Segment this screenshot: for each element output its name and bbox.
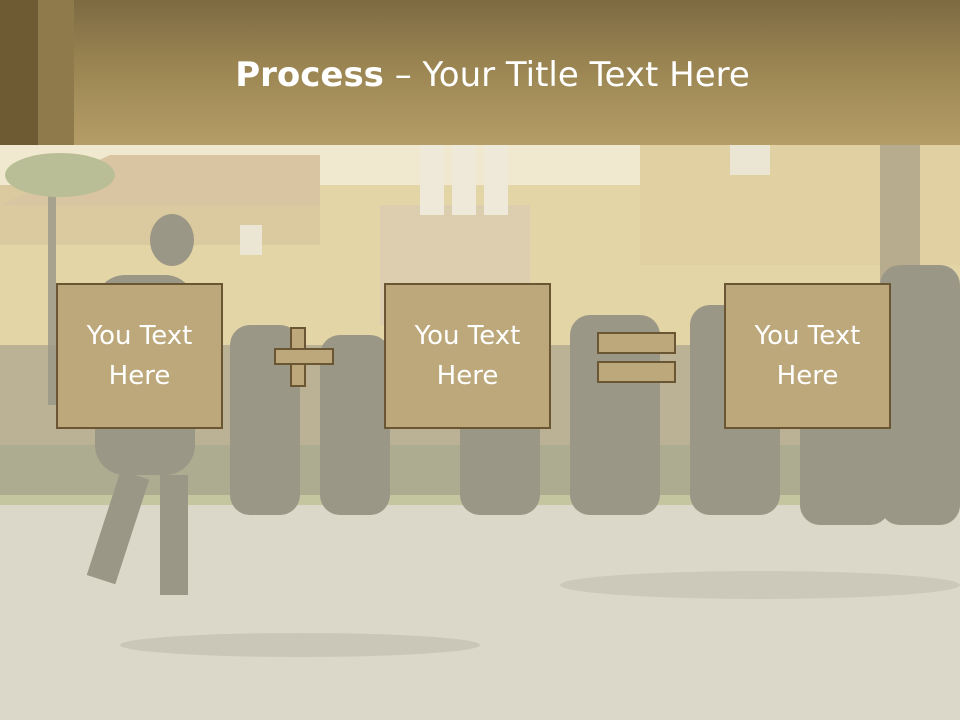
background-photo bbox=[0, 145, 960, 720]
corner-accent-mid bbox=[38, 0, 74, 145]
title-bold: Process bbox=[235, 55, 384, 95]
plus-sign-horizontal bbox=[274, 348, 334, 365]
slide-title: Process – Your Title Text Here bbox=[0, 52, 960, 98]
title-band: Process – Your Title Text Here bbox=[0, 0, 960, 145]
corner-accent-dark bbox=[0, 0, 38, 145]
title-rest: – Your Title Text Here bbox=[383, 55, 750, 95]
equals-sign-bottom bbox=[597, 361, 676, 383]
photo-wash-overlay bbox=[0, 145, 960, 720]
equals-sign-top bbox=[597, 332, 676, 354]
plus-sign-center bbox=[292, 350, 304, 363]
